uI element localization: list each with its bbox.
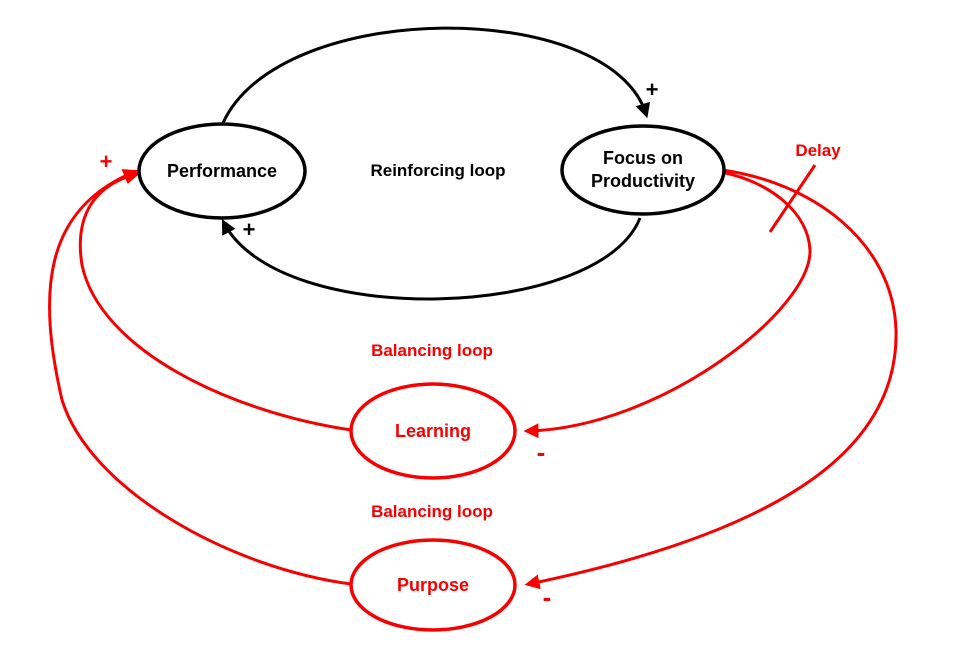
plus-sign-top: + (646, 77, 659, 102)
balancing-loop-label-2: Balancing loop (371, 502, 493, 521)
edge-focus-to-purpose (524, 168, 898, 590)
balancing-loop-label-1: Balancing loop (371, 341, 493, 360)
focus-label-line2: Productivity (591, 171, 695, 191)
edge-focus-to-performance (221, 217, 642, 301)
edge-performance-to-focus (221, 26, 651, 124)
reinforcing-loop-label: Reinforcing loop (370, 161, 505, 180)
node-purpose (349, 538, 517, 632)
purpose-label: Purpose (397, 575, 469, 595)
delay-slash-icon (768, 164, 817, 233)
plus-sign-left: + (100, 149, 113, 174)
learning-label: Learning (395, 421, 471, 441)
node-performance (137, 122, 307, 220)
node-focus-on-productivity (560, 124, 726, 216)
edge-learning-to-performance (78, 169, 352, 432)
plus-sign-bottom: + (243, 217, 256, 242)
focus-label-line1: Focus on (603, 148, 683, 168)
edge-purpose-to-performance (48, 169, 352, 586)
node-learning (349, 382, 517, 480)
minus-sign-learning: - (537, 437, 546, 467)
delay-label: Delay (795, 141, 841, 160)
edge-focus-to-learning (523, 170, 812, 439)
performance-label: Performance (167, 161, 277, 181)
minus-sign-purpose: - (543, 582, 552, 612)
